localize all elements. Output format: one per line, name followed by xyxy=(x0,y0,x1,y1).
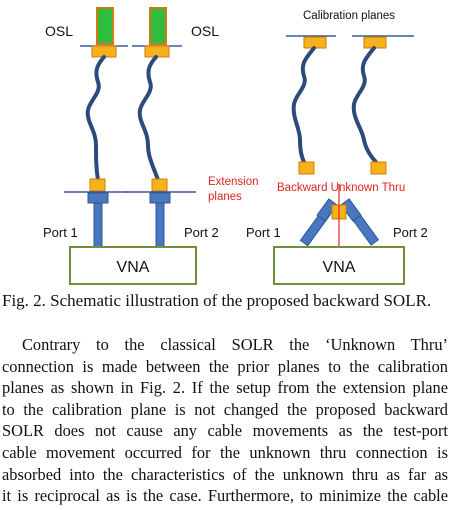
body-paragraph: Contrary to the classical SOLR the ‘Unkn… xyxy=(2,334,448,507)
osl-standard-right xyxy=(149,7,167,45)
unknown-thru-assembly xyxy=(299,184,380,257)
thru-flange-left xyxy=(316,198,338,222)
paragraph-line: SOLR does not cause any cable movements … xyxy=(2,421,448,441)
port-flange-left xyxy=(87,192,109,204)
port1-label-left: Port 1 xyxy=(43,225,78,240)
cable-left-right-diagram xyxy=(291,46,316,164)
thru-flange-right xyxy=(340,198,362,222)
port-flange-right xyxy=(149,192,171,204)
vna-label-left: VNA xyxy=(117,259,150,276)
backward-unknown-thru-label: Backward Unknown Thru xyxy=(277,182,405,194)
osl-label-right: OSL xyxy=(191,23,219,39)
paragraph-line: connection is made between the prior pla… xyxy=(2,356,448,376)
paragraph-line: Contrary to the classical SOLR the ‘Unkn… xyxy=(22,335,448,354)
paragraph-line: planes as shown in Fig. 2. If the setup … xyxy=(2,378,448,398)
paragraph-line: to the calibration plane is not changed … xyxy=(2,399,448,419)
end-connector-left xyxy=(298,161,315,175)
vna-box-left xyxy=(69,246,197,285)
cable-right xyxy=(137,55,160,182)
figure: OSL OSL Extension planes Port 1 Port 2 V… xyxy=(43,7,428,285)
paragraph-line: cable movement occurred for the unknown … xyxy=(2,442,448,462)
port-stem-right xyxy=(155,202,165,248)
extension-label-line1: Extension xyxy=(208,176,259,188)
figure-caption: Fig. 2. Schematic illustration of the pr… xyxy=(2,291,432,310)
port-stem-left xyxy=(93,202,103,248)
extension-label-line2: planes xyxy=(208,191,242,203)
end-connector-right xyxy=(370,161,387,175)
cable-left xyxy=(85,55,106,182)
vna-label-right: VNA xyxy=(323,259,356,276)
right-diagram: Calibration planes Backward Unknown Thru… xyxy=(246,10,428,285)
port1-label-right: Port 1 xyxy=(246,225,281,240)
paragraph-line: it is reciprocal as is the case. Further… xyxy=(2,486,448,506)
osl-standard-left xyxy=(96,7,114,45)
port2-label-right: Port 2 xyxy=(393,225,428,240)
port2-label-left: Port 2 xyxy=(184,225,219,240)
osl-label-left: OSL xyxy=(45,23,73,39)
lower-connector-right xyxy=(151,178,168,192)
left-diagram: OSL OSL Extension planes Port 1 Port 2 V… xyxy=(43,7,259,285)
vna-box-right xyxy=(273,246,405,285)
calibration-planes-label: Calibration planes xyxy=(303,10,395,22)
cable-right-right-diagram xyxy=(351,46,378,164)
paragraph-line: absorbed into the characteristics of the… xyxy=(2,464,448,484)
lower-connector-left xyxy=(89,178,106,192)
